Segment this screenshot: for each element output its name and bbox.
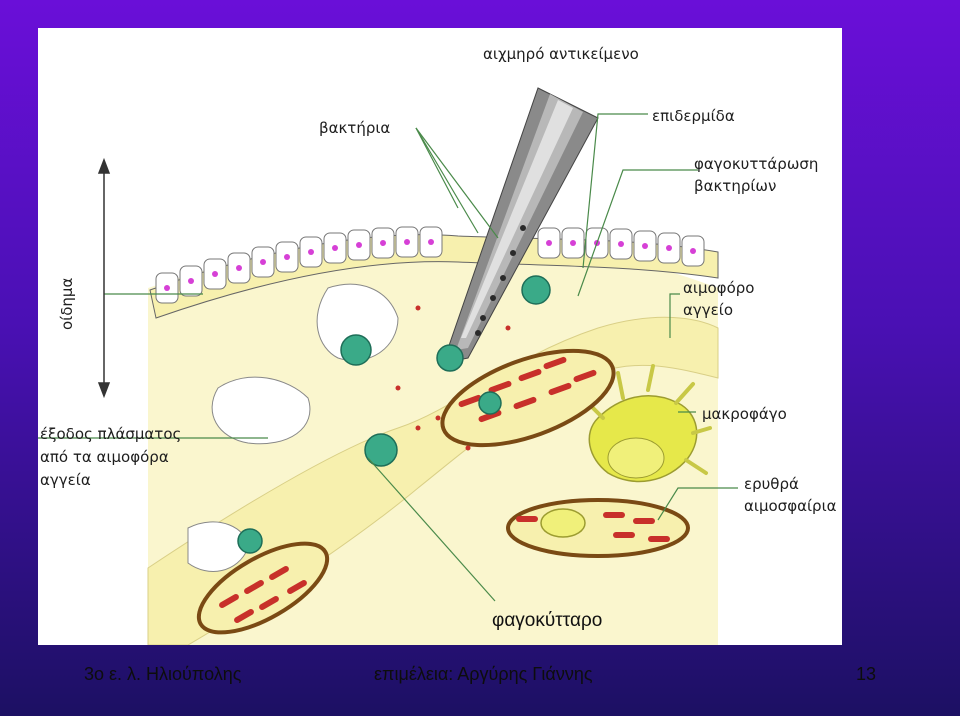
label-plasma-exit-line2: από τα αιμοφόρα	[40, 448, 169, 466]
diagram-illustration	[38, 87, 738, 645]
label-blood-vessel-line2: αγγείο	[683, 301, 734, 319]
label-bacteria: βακτήρια	[319, 119, 391, 137]
label-phagocyte: φαγοκύτταρο	[492, 610, 603, 631]
label-blood-vessel-line1: αιμοφόρο	[683, 279, 755, 297]
blood-vessel-lower-left	[196, 541, 330, 635]
label-plasma-exit-line1: έξοδος πλάσματος	[40, 425, 182, 443]
label-red-blood-line2: αιμοσφαίρια	[744, 497, 837, 515]
label-phagocytosis: φαγοκυττάρωση	[694, 155, 819, 173]
label-plasma-exit-line3: αγγεία	[40, 471, 91, 489]
label-sharp-object: αιχμηρό αντικείμενο	[483, 45, 639, 63]
sharp-object	[442, 87, 599, 364]
macrophage-cell	[581, 364, 712, 483]
inflammation-diagram: αιχμηρό αντικείμενο βακτήρια επιδερμίδα …	[38, 28, 842, 645]
label-edema: οίδημα	[58, 277, 76, 330]
label-red-blood-line1: ερυθρά	[744, 475, 799, 493]
blood-vessel-lower-right	[506, 498, 690, 558]
label-epidermis: επιδερμίδα	[652, 107, 735, 125]
label-macrophage: μακροφάγο	[702, 405, 787, 423]
label-of-bacteria: βακτηρίων	[694, 177, 777, 195]
footer-page-number: 13	[856, 664, 877, 684]
footer-author: επιμέλεια: Αργύρης Γιάννης	[374, 664, 593, 684]
footer-school: 3ο ε. λ. Ηλιούπολης	[84, 664, 242, 684]
epidermis-cells	[149, 226, 719, 319]
edema-arrow	[97, 157, 111, 399]
phagocyte-cells	[237, 275, 551, 554]
